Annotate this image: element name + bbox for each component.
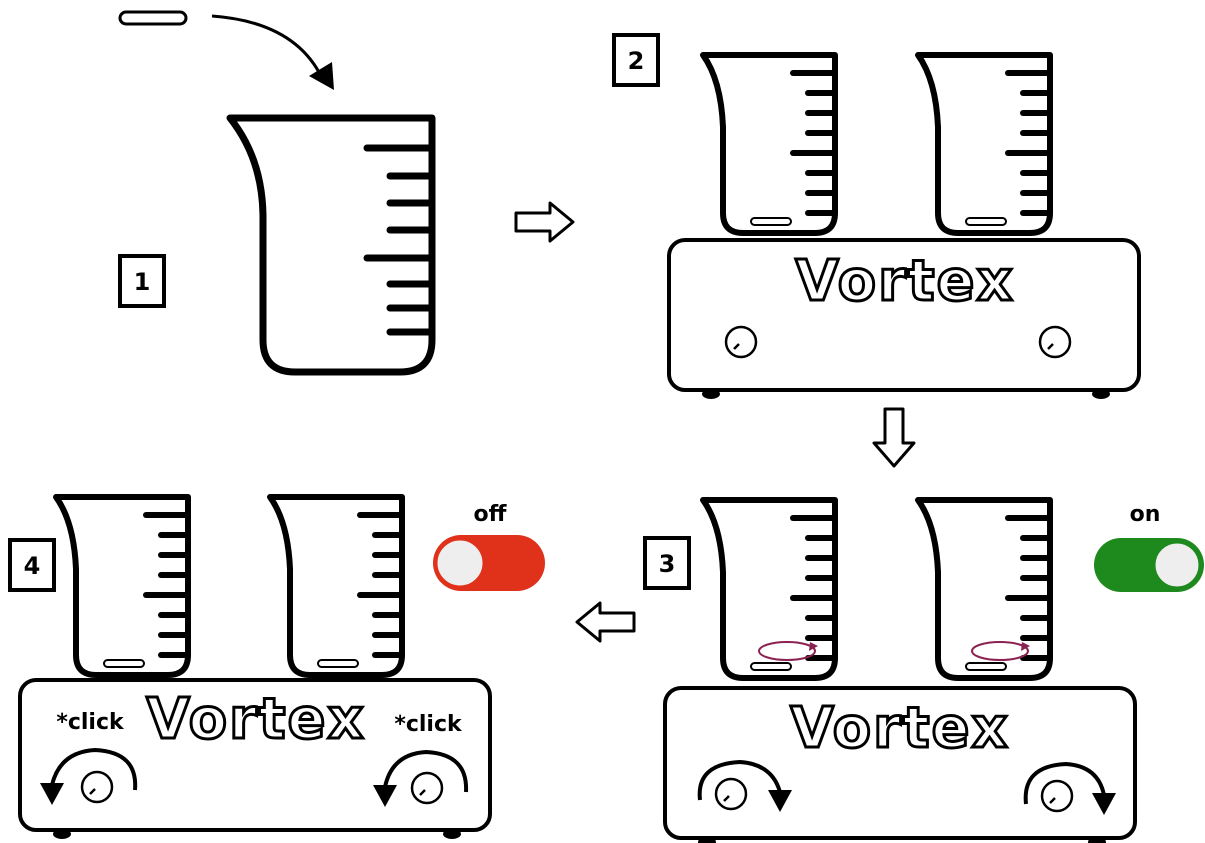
arrow-left-icon: [575, 601, 636, 643]
spin-left-icon: [758, 641, 818, 661]
toggle-switch-off[interactable]: off: [433, 502, 545, 591]
knob-right[interactable]: [1038, 325, 1072, 359]
svg-text:3: 3: [659, 550, 676, 578]
beaker-left: [56, 497, 188, 675]
step-3-label: 3: [643, 536, 691, 590]
arrow-right-icon: [514, 201, 575, 243]
step-4-group: 4 Vortex *click *click off: [8, 497, 545, 841]
spin-right-icon: [971, 641, 1030, 661]
step-2-label: 2: [612, 33, 660, 87]
knob-left[interactable]: [80, 770, 114, 804]
step-4-label: 4: [8, 538, 56, 592]
click-label-right: *click: [394, 712, 463, 737]
step-2-group: 2 Vortex: [612, 33, 1141, 401]
rotate-counterclockwise-right-icon: [373, 749, 469, 807]
stir-bar-icon: [118, 10, 188, 26]
rotate-clockwise-left-icon: [697, 759, 792, 812]
large-beaker: [230, 118, 432, 372]
step-1-label: 1: [118, 254, 166, 308]
svg-text:on: on: [1130, 502, 1161, 527]
click-label-left: *click: [56, 710, 125, 735]
vortex-logo: Vortex: [790, 696, 1009, 761]
beaker-right: [918, 55, 1050, 233]
knob-left[interactable]: [724, 325, 758, 359]
svg-text:4: 4: [24, 552, 41, 580]
knob-left[interactable]: [714, 777, 748, 811]
knob-right[interactable]: [410, 771, 444, 805]
svg-text:1: 1: [134, 268, 151, 296]
toggle-switch-on[interactable]: on: [1094, 502, 1204, 592]
svg-text:2: 2: [628, 47, 645, 75]
drop-arrow-icon: [211, 14, 334, 90]
knob-right[interactable]: [1040, 779, 1074, 813]
vortex-logo: Vortex: [795, 249, 1014, 314]
beaker-right: [270, 497, 402, 675]
step-3-group: 3 Vortex on: [643, 500, 1204, 843]
arrow-down-icon: [872, 407, 916, 468]
svg-text:off: off: [474, 502, 508, 527]
beaker-right-spinning: [918, 500, 1050, 678]
rotate-counterclockwise-left-icon: [40, 747, 138, 805]
beaker-left: [703, 55, 835, 233]
vortex-logo: Vortex: [146, 687, 365, 752]
step-1-group: 1: [118, 10, 432, 372]
rotate-clockwise-right-icon: [1023, 761, 1116, 815]
